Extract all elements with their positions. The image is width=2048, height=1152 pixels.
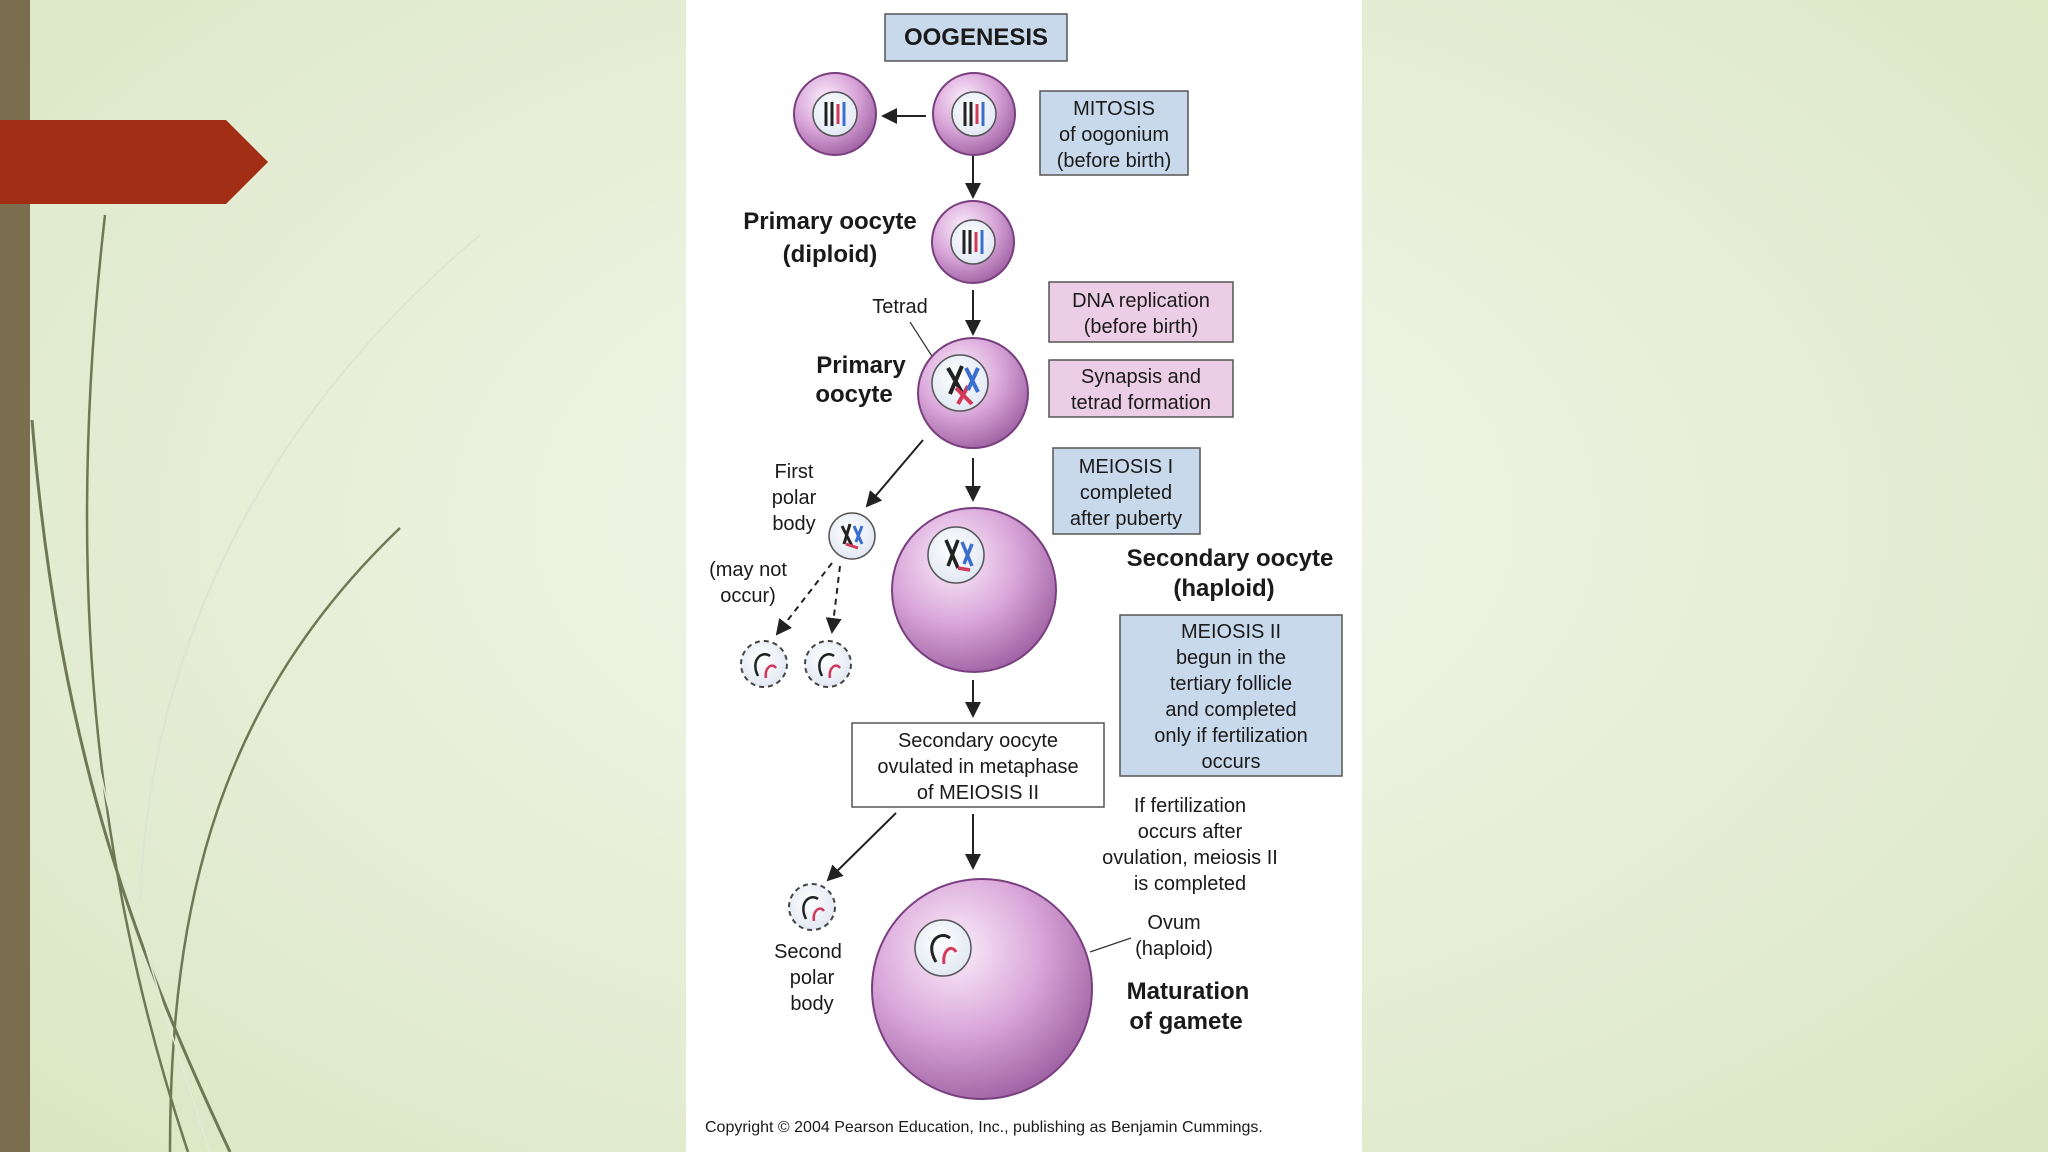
polar-body-cell [804, 640, 852, 688]
maturation-label: Maturation [1127, 978, 1250, 1005]
fertilization-label: ovulation, meiosis II [1102, 847, 1278, 869]
arrow [826, 812, 897, 882]
meiosis1-label: after puberty [1070, 508, 1182, 530]
second-polar-body-label: body [790, 993, 833, 1015]
ovulated-label: ovulated in metaphase [877, 756, 1078, 778]
title-box [884, 13, 1068, 62]
second-polar-body-cell [788, 883, 836, 931]
primary-oocyte-diploid-cell [931, 200, 1015, 284]
ovum-pointer [1089, 937, 1132, 953]
slide-accent-arrow [0, 120, 268, 204]
meiosis2-label: tertiary follicle [1170, 673, 1292, 695]
meiosis2-label: occurs [1202, 751, 1261, 773]
mitosis-label: (before birth) [1057, 150, 1172, 172]
meiosis2-label: only if fertilization [1154, 725, 1307, 747]
secondary-oocyte-label: Secondary oocyte [1127, 545, 1334, 572]
dna-replication-box [1048, 281, 1234, 343]
maturation-label: of gamete [1129, 1008, 1242, 1035]
arrow [865, 439, 924, 508]
secondary-oocyte-label: (haploid) [1173, 575, 1274, 602]
meiosis1-box [1052, 447, 1201, 535]
may-not-occur-label: (may not [709, 559, 787, 581]
ovulated-box [851, 722, 1105, 808]
primary-oocyte-label: oocyte [815, 381, 892, 408]
oogonium-cell-left [793, 72, 877, 156]
may-not-occur-label: occur) [720, 585, 776, 607]
primary-oocyte-diploid-label: (diploid) [783, 241, 878, 268]
first-polar-body-cell [828, 512, 876, 560]
ovulated-label: of MEIOSIS II [917, 782, 1039, 804]
copyright-text: Copyright © 2004 Pearson Education, Inc.… [705, 1119, 1263, 1136]
synapsis-label: tetrad formation [1071, 392, 1211, 414]
fertilization-label: occurs after [1138, 821, 1243, 843]
synapsis-label: Synapsis and [1081, 366, 1201, 388]
secondary-oocyte-cell [891, 507, 1057, 673]
fertilization-label: If fertilization [1134, 795, 1246, 817]
ovum-label: Ovum [1147, 912, 1200, 934]
meiosis2-label: MEIOSIS II [1181, 621, 1281, 643]
dna-replication-label: (before birth) [1084, 316, 1199, 338]
dna-replication-label: DNA replication [1072, 290, 1210, 312]
decor-swoosh [85, 214, 190, 1152]
meiosis2-label: and completed [1165, 699, 1296, 721]
mitosis-box [1039, 90, 1189, 176]
first-polar-body-label: body [772, 513, 815, 535]
diagram-panel: OOGENESIS MITOSIS of oogonium (before bi… [686, 0, 1362, 1152]
meiosis1-label: completed [1080, 482, 1172, 504]
dashed-arrow [825, 565, 842, 634]
decor-swoosh [59, 559, 211, 1152]
ovum-cell [871, 878, 1093, 1100]
first-polar-body-label: polar [772, 487, 817, 509]
meiosis2-box [1119, 614, 1343, 777]
primary-oocyte-diploid-label: Primary oocyte [743, 208, 916, 235]
ovum-label: (haploid) [1135, 938, 1213, 960]
decor-swoosh [168, 527, 401, 1152]
oogenesis-diagram: OOGENESIS MITOSIS of oogonium (before bi… [705, 13, 1343, 1136]
ovulated-label: Secondary oocyte [898, 730, 1058, 752]
first-polar-body-label: First [775, 461, 814, 483]
page-title: OOGENESIS [904, 24, 1048, 51]
fertilization-label: is completed [1134, 873, 1246, 895]
primary-oocyte-cell [917, 337, 1029, 449]
synapsis-box [1048, 359, 1234, 418]
polar-body-cell [740, 640, 788, 688]
dashed-arrow [775, 562, 833, 636]
second-polar-body-label: polar [790, 967, 835, 989]
decor-swoosh [139, 234, 481, 901]
primary-oocyte-label: Primary [816, 352, 906, 379]
mitosis-label: MITOSIS [1073, 98, 1155, 120]
mitosis-label: of oogonium [1059, 124, 1169, 146]
meiosis2-label: begun in the [1176, 647, 1286, 669]
oogonium-cell-right [932, 72, 1016, 156]
decor-swoosh [30, 419, 232, 1152]
second-polar-body-label: Second [774, 941, 842, 963]
meiosis1-label: MEIOSIS I [1079, 456, 1173, 478]
tetrad-label: Tetrad [872, 296, 928, 318]
